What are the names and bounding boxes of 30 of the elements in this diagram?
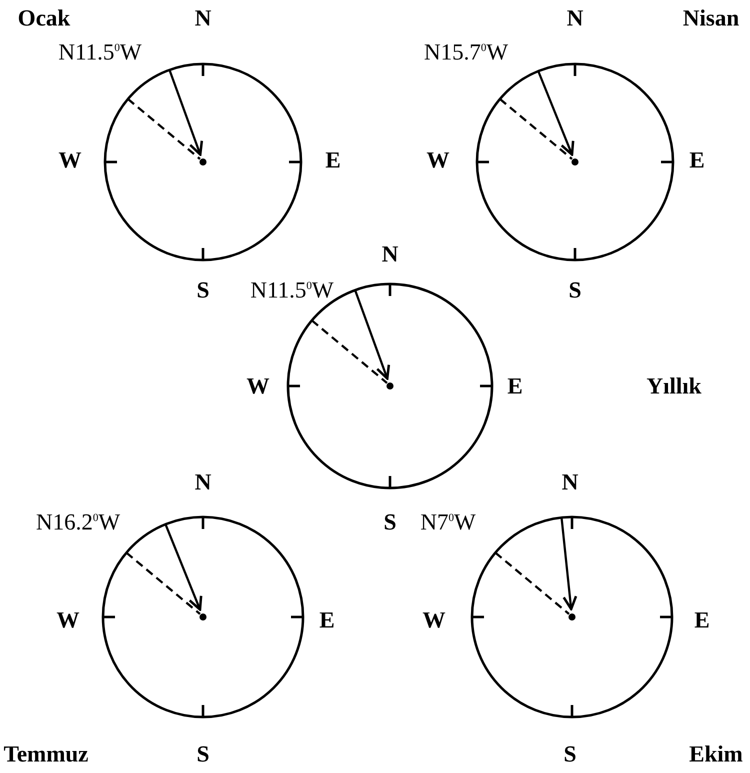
direction-label: W xyxy=(426,148,450,172)
angle-label: N16.2$^{0}$W xyxy=(36,510,120,534)
direction-label: E xyxy=(507,374,523,398)
direction-label: W xyxy=(422,608,446,632)
direction-label: E xyxy=(689,148,705,172)
direction-label: S xyxy=(196,742,210,766)
month-label: Temmuz xyxy=(4,742,88,766)
angle-label: N15.7$^{0}$W xyxy=(424,40,508,64)
angle-label: N11.5$^{0}$W xyxy=(58,40,142,64)
direction-label: E xyxy=(319,608,335,632)
month-label: Ocak xyxy=(18,6,70,30)
direction-label: N xyxy=(562,470,578,494)
direction-label: S xyxy=(196,278,210,302)
direction-label: S xyxy=(564,742,576,766)
direction-label: S xyxy=(384,510,396,534)
month-label: Ekim xyxy=(689,742,743,766)
angle-label: N11.5$^{0}$W xyxy=(250,278,334,302)
direction-label: E xyxy=(694,608,710,632)
direction-label: N xyxy=(566,6,584,30)
direction-label: W xyxy=(58,148,82,172)
direction-label: W xyxy=(56,608,80,632)
angle-label: N7$^{0}$W xyxy=(420,510,476,534)
direction-label: N xyxy=(382,242,398,266)
direction-label: S xyxy=(568,278,582,302)
direction-label: W xyxy=(246,374,270,398)
direction-label: N xyxy=(194,470,212,494)
direction-label: N xyxy=(194,6,212,30)
direction-label: E xyxy=(325,148,341,172)
month-label: Nisan xyxy=(682,6,740,30)
month-label: Yıllık xyxy=(646,374,702,398)
